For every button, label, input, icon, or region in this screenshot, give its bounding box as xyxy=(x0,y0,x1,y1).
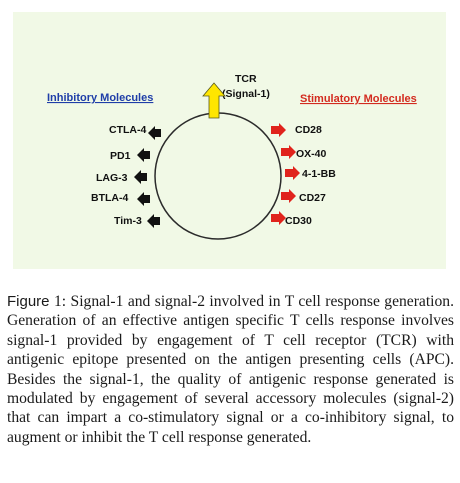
stimulatory-label: 4-1-BB xyxy=(302,168,336,180)
inhibitory-label: Tim-3 xyxy=(114,215,142,227)
diagram-canvas: Inhibitory Molecules Stimulatory Molecul… xyxy=(47,73,417,240)
arrow-right-icon xyxy=(281,189,296,203)
arrow-left-icon xyxy=(148,126,161,140)
arrow-right-icon xyxy=(285,166,300,180)
arrow-left-icon xyxy=(134,170,147,184)
arrow-left-icon xyxy=(137,148,150,162)
t-cell-circle xyxy=(154,112,282,240)
arrow-left-icon xyxy=(137,192,150,206)
inhibitory-label: PD1 xyxy=(110,150,131,162)
tcr-label: TCR xyxy=(235,73,257,85)
signal1-label: (Signal-1) xyxy=(222,88,270,100)
stimulatory-heading: Stimulatory Molecules xyxy=(300,93,417,105)
arrow-left-icon xyxy=(147,214,160,228)
caption-text: Signal-1 and signal-2 involved in T cell… xyxy=(7,293,454,446)
inhibitory-heading: Inhibitory Molecules xyxy=(47,92,153,104)
figure-diagram: Inhibitory Molecules Stimulatory Molecul… xyxy=(13,12,446,269)
inhibitory-label: LAG-3 xyxy=(96,172,128,184)
inhibitory-label: CTLA-4 xyxy=(109,124,146,136)
caption-number: 1: xyxy=(53,293,67,310)
inhibitory-label: BTLA-4 xyxy=(91,192,128,204)
stimulatory-label: CD28 xyxy=(295,124,322,136)
tcr-arrow-icon xyxy=(202,82,226,119)
figure-caption: Figure 1: Signal-1 and signal-2 involved… xyxy=(7,292,454,447)
arrow-right-icon xyxy=(271,123,286,137)
stimulatory-label: CD30 xyxy=(285,215,312,227)
stimulatory-label: OX-40 xyxy=(296,148,327,160)
arrow-right-icon xyxy=(281,145,296,159)
arrow-right-icon xyxy=(271,211,286,225)
caption-label: Figure xyxy=(7,293,50,310)
stimulatory-label: CD27 xyxy=(299,192,326,204)
